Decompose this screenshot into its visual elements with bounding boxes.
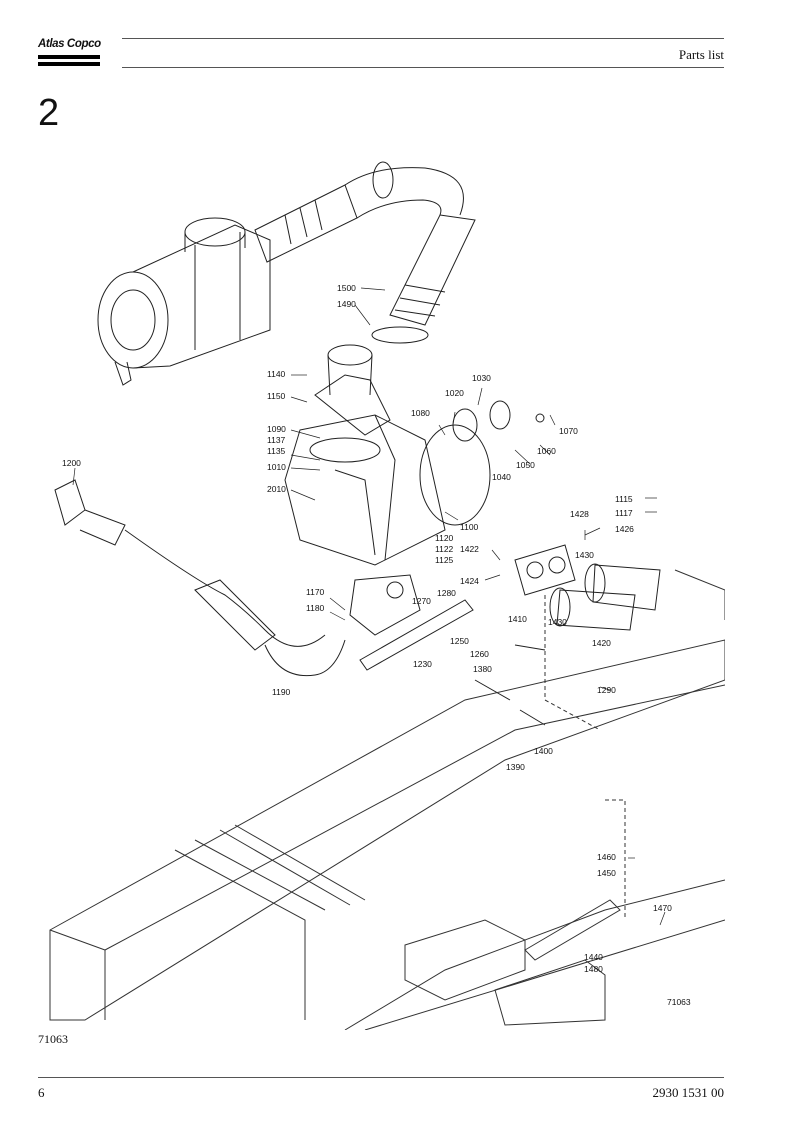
part-label: 1400: [534, 746, 553, 756]
header-rule-top: [122, 38, 724, 39]
brand-logo: Atlas Copco: [38, 38, 101, 66]
part-label: 1020: [445, 388, 464, 398]
part-label: 1270: [412, 596, 431, 606]
part-label: 1450: [597, 868, 616, 878]
page-title: Parts list: [678, 47, 724, 62]
part-label: 1150: [267, 391, 286, 401]
part-label: 1060: [537, 446, 556, 456]
part-label: 1115: [615, 494, 633, 504]
part-label: 1100: [460, 522, 479, 532]
part-label: 1117: [615, 508, 633, 518]
part-label: 1200: [62, 458, 81, 468]
part-label: 1426: [615, 524, 634, 534]
part-label: 1190: [272, 687, 291, 697]
part-label: 1010: [267, 462, 286, 472]
blower-assembly: [284, 344, 545, 566]
part-label: 1410: [508, 614, 527, 624]
part-label: 1428: [570, 509, 589, 519]
chassis-frame: [49, 569, 725, 1030]
logo-bar: [38, 55, 100, 59]
footer-rule: [38, 1077, 724, 1078]
part-label: 1440: [584, 952, 603, 962]
part-label: 1422: [460, 544, 479, 554]
part-label: 1040: [492, 472, 511, 482]
part-label: 1135: [267, 446, 286, 456]
document-number: 2930 1531 00: [652, 1085, 725, 1100]
return-hose: [54, 479, 346, 677]
leader-lines: [72, 287, 666, 926]
part-label: 1122: [435, 544, 454, 554]
part-label: 1500: [337, 283, 356, 293]
drawing-code: 71063: [38, 1032, 68, 1046]
part-label: 1380: [473, 664, 492, 674]
part-label: 1170: [306, 587, 325, 597]
brand-logo-text: Atlas Copco: [38, 38, 101, 50]
part-label: 1080: [411, 408, 430, 418]
part-label: 1470: [653, 903, 672, 913]
part-label: 1140: [267, 369, 286, 379]
part-label: 1090: [267, 424, 286, 434]
header-rule-bottom: [122, 67, 724, 68]
inner-drawing-code: 71063: [667, 997, 691, 1007]
valve-assembly: [349, 544, 661, 726]
part-label: 1430: [548, 617, 567, 627]
part-label: 1070: [559, 426, 578, 436]
part-label: 1260: [470, 649, 489, 659]
part-label: 1290: [597, 685, 616, 695]
part-label: 1180: [306, 603, 325, 613]
part-label: 2010: [267, 484, 286, 494]
part-label: 1280: [437, 588, 456, 598]
page-number: 6: [38, 1085, 45, 1100]
logo-bar: [38, 62, 100, 66]
part-label: 1125: [435, 555, 454, 565]
part-label: 1480: [584, 964, 603, 974]
part-label: 1460: [597, 852, 616, 862]
exploded-view-drawing: 1500 1490 1140 1150 1020 1030 1080 1090 …: [49, 161, 725, 1030]
part-callouts: 1500 1490 1140 1150 1020 1030 1080 1090 …: [62, 283, 691, 1007]
part-label: 1420: [592, 638, 611, 648]
part-label: 1490: [337, 299, 356, 309]
part-label: 1424: [460, 576, 479, 586]
part-label: 1120: [435, 533, 454, 543]
part-label: 1390: [506, 762, 525, 772]
air-filter: [97, 217, 271, 386]
part-label: 1137: [267, 435, 286, 445]
part-label: 1030: [472, 373, 491, 383]
intake-hose: [254, 161, 476, 344]
part-label: 1430: [575, 550, 594, 560]
part-label: 1230: [413, 659, 432, 669]
section-number: 2: [38, 92, 60, 134]
part-label: 1050: [516, 460, 535, 470]
part-label: 1250: [450, 636, 469, 646]
